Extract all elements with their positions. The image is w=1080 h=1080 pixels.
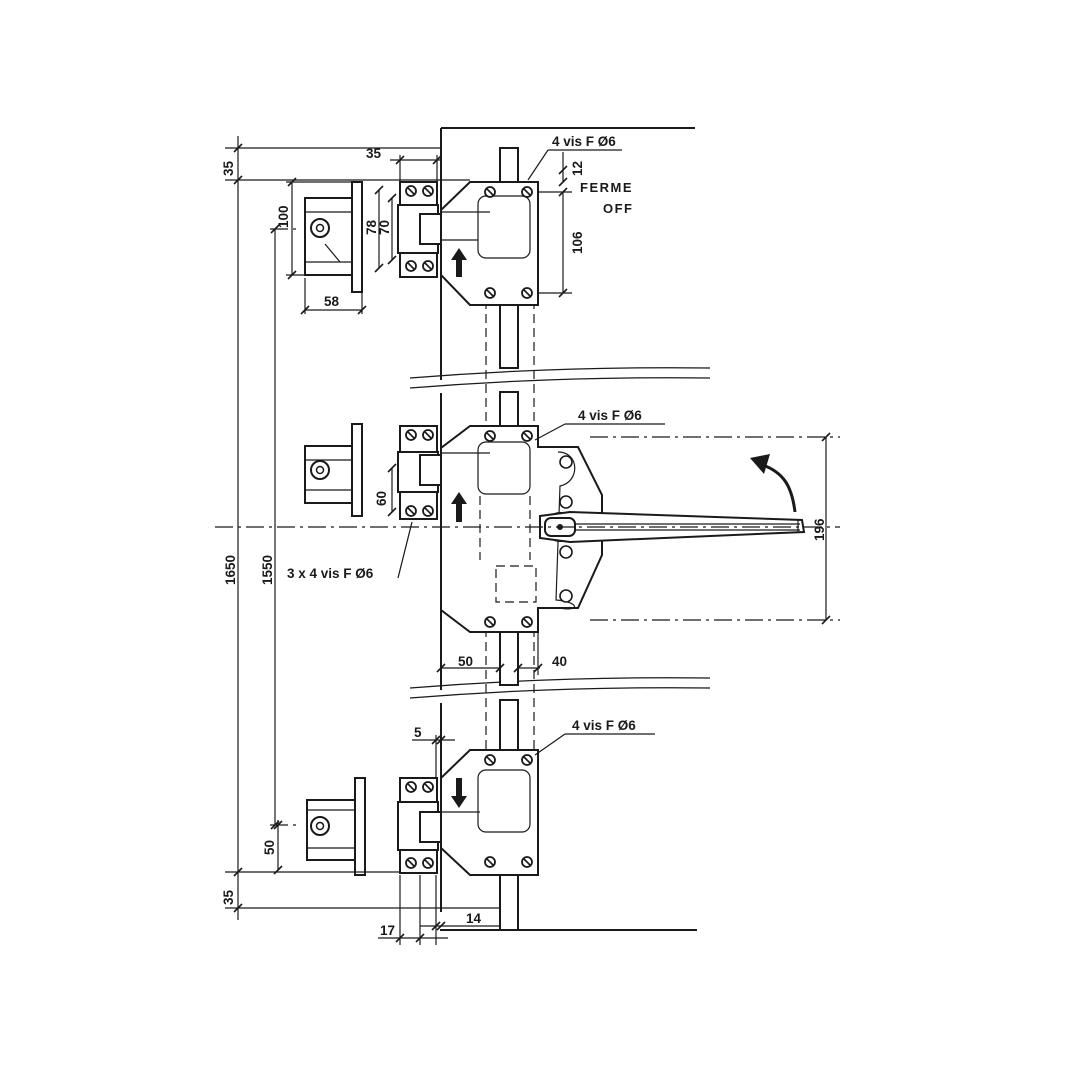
middle-bolt-guide: [397, 425, 445, 520]
dim-case-right: 40: [552, 654, 567, 669]
dim-middle-bolt: 60: [374, 491, 389, 506]
dim-bottom-offset: 35: [221, 889, 236, 905]
top-lock-body: [440, 181, 539, 306]
middle-lock-case: [440, 425, 603, 633]
bottom-bolt-guide: [397, 777, 445, 874]
dim-bottom-left: 17: [380, 923, 395, 938]
dim-bolt-outer: 78: [364, 219, 379, 235]
middle-screws-label: 4 vis F Ø6: [578, 408, 642, 423]
dim-keeper-spacing: 1550: [260, 555, 275, 585]
arrow-up-icon: [451, 248, 467, 277]
dimension-lines: [225, 136, 831, 945]
dim-bottom-right: 14: [466, 911, 482, 926]
top-bolt-guide: [397, 181, 445, 278]
dim-guide-height: 106: [570, 231, 585, 254]
dim-bolt-inner: 70: [377, 220, 392, 235]
arrow-up-icon: [451, 492, 467, 522]
ferme-label: FERME: [580, 180, 633, 195]
top-screws-label: 4 vis F Ø6: [552, 134, 616, 149]
dim-bottom-bolt: 50: [262, 840, 277, 855]
dim-handle-swing: 196: [812, 518, 827, 541]
dim-case-left: 50: [458, 654, 473, 669]
arrow-down-icon: [451, 778, 467, 808]
center-lines: [215, 228, 840, 826]
curved-arrow-icon: [759, 462, 797, 513]
dim-total-height: 1650: [223, 555, 238, 585]
off-label: OFF: [603, 201, 634, 216]
bottom-screws-label: 4 vis F Ø6: [572, 718, 636, 733]
dim-top-gap: 35: [366, 146, 382, 161]
dim-keeper-depth: 58: [324, 294, 340, 309]
dim-bottom-gap: 5: [414, 725, 422, 740]
dim-keeper-height: 100: [276, 205, 291, 228]
middle-keeper: [304, 423, 363, 517]
top-keeper: [304, 181, 363, 293]
bottom-lock-body: [440, 749, 539, 876]
keeper-screws-label: 3 x 4 vis F Ø6: [287, 566, 374, 581]
dim-top-clearance: 12: [570, 161, 585, 176]
dim-top-offset: 35: [221, 160, 236, 176]
bottom-keeper: [306, 777, 366, 876]
curved-arrow-head: [750, 454, 770, 474]
